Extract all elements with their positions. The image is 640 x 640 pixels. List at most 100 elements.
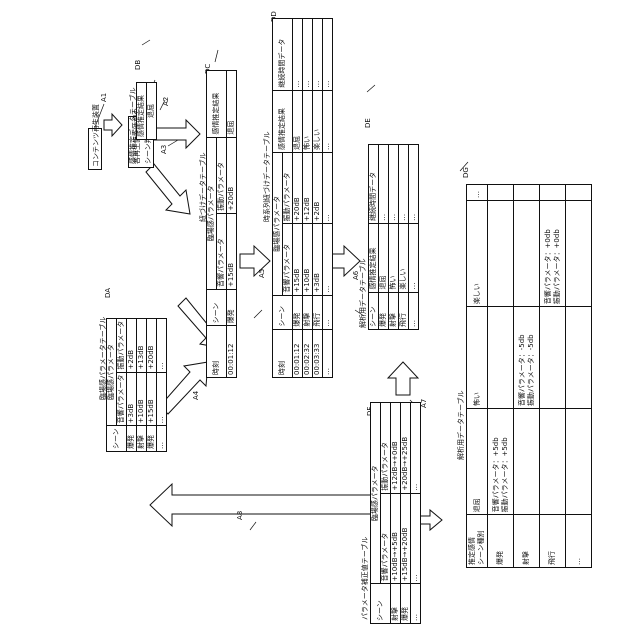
da-h-group: 臨場感パラメータ [107, 318, 117, 426]
df-cell: +15dB→+20dB [401, 493, 411, 584]
arrow-a3 [150, 120, 200, 148]
dg-cell: 音響パラメータ：+5db 振動パラメータ：+5db [488, 409, 514, 515]
table-row: 00:01:12爆発+15dB+20dB退屈… [293, 19, 303, 378]
dg-cell [566, 185, 592, 201]
df-cell: … [411, 403, 421, 494]
de-table: シーン 感情推定結果 継続時間データ 爆発退屈… 射撃怖い… 飛行楽しい… ……… [368, 144, 419, 330]
table-row: ……… [411, 403, 421, 624]
de-cell: 爆発 [379, 292, 389, 329]
dd-cell: … [323, 90, 333, 152]
table-row: 射撃怖い… [389, 145, 399, 330]
label-a7: A7 [420, 399, 428, 408]
table-row: … [566, 185, 592, 568]
dd-cell: 退屈 [293, 90, 303, 152]
dd-cell: … [323, 19, 333, 91]
dg-scene: 飛行 [540, 515, 566, 568]
de-cell: 飛行 [399, 292, 409, 329]
da-cell: +2dB [127, 318, 137, 372]
da-cell: +3dB [127, 372, 137, 426]
dc-cell: 退屈 [227, 71, 237, 138]
arrow-a1 [104, 114, 122, 136]
da-cell: 射撃 [137, 426, 147, 452]
dc-cell: 00:01:12 [227, 326, 237, 378]
dc-h-vib: 振動パラメータ [217, 137, 227, 213]
dd-cell: … [323, 152, 333, 223]
da-table: シーン 臨場感パラメータ 音響パラメータ 振動パラメータ 爆発+3dB+2dB … [106, 318, 167, 452]
da-cell: +10dB [137, 372, 147, 426]
dg-cell [566, 200, 592, 306]
dd-cell: 怖い [303, 90, 313, 152]
de-cell: … [399, 145, 409, 224]
arrow-a8 [150, 484, 374, 526]
dc-h-time: 時刻 [207, 326, 227, 378]
df-cell: +12dB→+0dB [391, 403, 401, 494]
dd-cell: +3dB [313, 224, 323, 295]
dd-h-sound: 音響パラメータ [283, 224, 293, 295]
dd-cell: 爆発 [293, 295, 303, 329]
dd-cell: +20dB [293, 152, 303, 223]
de-cell: 射撃 [389, 292, 399, 329]
db-cell: 退屈 [147, 83, 157, 140]
df-h-scene: シーン [371, 584, 391, 624]
dd-cell: 00:01:12 [293, 329, 303, 377]
dg-cell: 音響パラメータ：-5db 振動パラメータ：-5db [514, 307, 540, 409]
dg-cell [566, 307, 592, 409]
df-cell: … [411, 493, 421, 584]
dg-ref: DG [462, 167, 470, 178]
dd-cell: … [323, 224, 333, 295]
table-row: 射撃+10dB+13dB [137, 318, 147, 451]
dg-col: 楽しい [467, 200, 488, 306]
table-row: ……… [157, 318, 167, 451]
dg-cell [540, 185, 566, 201]
label-a2: A2 [162, 97, 170, 106]
dg-cell [566, 409, 592, 515]
dd-h-vib: 振動パラメータ [283, 152, 293, 223]
da-h-scene: シーン [107, 426, 127, 452]
label-a8: A8 [236, 511, 244, 520]
dc-h-scene: シーン [207, 290, 227, 326]
de-cell: … [409, 145, 419, 224]
de-cell: 怖い [389, 223, 399, 292]
da-h-vib: 振動パラメータ [117, 318, 127, 372]
dc-h-sound: 音響パラメータ [217, 213, 227, 289]
df-h-sound: 音響パラメータ [381, 493, 391, 584]
de-cell: 退屈 [379, 223, 389, 292]
de-title: 解析用データテーブル [358, 258, 368, 328]
db-table: 感情推定結果 退屈 [136, 82, 157, 140]
df-h-group: 臨場感パラメータ [371, 403, 381, 584]
da-cell: +15dB [147, 372, 157, 426]
table-row: 00:01:12 爆発 +15dB +20dB 退屈 [227, 71, 237, 378]
df-cell: 爆発 [401, 584, 411, 624]
dg-corner-bottom: シーン種別 [477, 517, 486, 565]
table-row: 爆発+15dB+20dB [147, 318, 157, 451]
dd-cell: +15dB [293, 224, 303, 295]
dg-cell: 音響パラメータ：+0db 振動パラメータ：+0db [540, 200, 566, 306]
df-cell: +20dB→+25dB [401, 403, 411, 494]
dd-cell: … [303, 19, 313, 91]
dg-cell [488, 200, 514, 306]
de-h-scene: シーン [369, 292, 379, 329]
dd-cell: +12dB [303, 152, 313, 223]
arrow-db-dc [146, 164, 190, 214]
table-row: 退屈 [147, 83, 157, 140]
table-row: 爆発退屈… [379, 145, 389, 330]
dc-cell: 爆発 [227, 290, 237, 326]
da-cell: … [157, 372, 167, 426]
dc-h-group: 臨場感パラメータ [207, 137, 217, 289]
label-a6: A6 [352, 271, 360, 280]
dg-cell [488, 185, 514, 201]
dg-cell [488, 307, 514, 409]
table-row: ……………… [323, 19, 333, 378]
dd-table: 時刻 シーン 臨場感パラメータ 感情推定結果 継続時間データ 音響パラメータ 振… [272, 18, 333, 378]
content-device-box: コンテンツ再生装置 [88, 128, 102, 170]
de-cell: 楽しい [399, 223, 409, 292]
dc-cell: +15dB [227, 213, 237, 289]
de-cell: … [409, 223, 419, 292]
dg-table: 推定感情 シーン種別 退屈 怖い 楽しい … 爆発 音響パラメータ：+5db 振… [466, 184, 592, 568]
dd-title: 時系列紐づけデータテーブル [262, 131, 272, 222]
dg-corner-top: 推定感情 [468, 517, 477, 565]
table-row: 飛行 音響パラメータ：+0db 振動パラメータ：+0db [540, 185, 566, 568]
dd-h-scene: シーン [273, 295, 293, 329]
